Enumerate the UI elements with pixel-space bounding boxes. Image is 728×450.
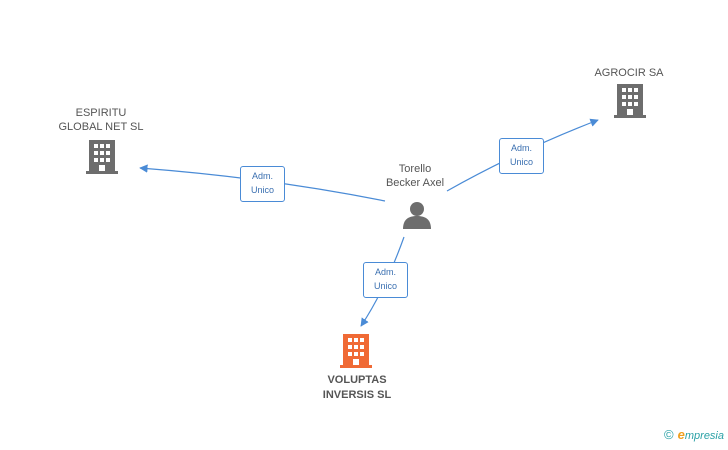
edge-label-line: Unico	[509, 157, 533, 167]
edge-label-line: Adm.	[510, 143, 532, 153]
node-label-line: ESPIRITU	[75, 107, 127, 119]
node-label-line: GLOBAL NET SL	[58, 121, 144, 133]
node-label-person: Torello Becker Axel	[365, 162, 465, 190]
node-label-line: Becker Axel	[385, 177, 445, 189]
node-label-agrocir: AGROCIR SA	[576, 66, 682, 80]
brand-name: mpresia	[684, 430, 724, 442]
edge-label-to-espiritu: Adm. Unico	[240, 166, 285, 202]
node-label-line: INVERSIS SL	[322, 389, 392, 401]
building-icon	[614, 84, 646, 118]
node-label-line: VOLUPTAS	[327, 374, 387, 386]
node-label-line: Torello	[398, 163, 432, 175]
edge-label-to-agrocir: Adm. Unico	[499, 138, 544, 174]
node-label-voluptas: VOLUPTAS INVERSIS SL	[302, 373, 412, 403]
edge-label-line: Adm.	[374, 267, 396, 277]
copyright-symbol: ©	[664, 427, 674, 442]
person-icon	[403, 202, 431, 229]
main-building-icon	[340, 334, 372, 368]
brand-watermark: ©empresia	[664, 427, 724, 442]
node-label-line: AGROCIR SA	[594, 67, 664, 79]
building-icon	[86, 140, 118, 174]
edge-label-to-voluptas: Adm. Unico	[363, 262, 408, 298]
node-label-espiritu: ESPIRITU GLOBAL NET SL	[46, 106, 156, 134]
edge-label-line: Adm.	[251, 171, 273, 181]
brand-initial: e	[677, 427, 685, 442]
edge-label-line: Unico	[373, 281, 397, 291]
edge-label-line: Unico	[250, 185, 274, 195]
